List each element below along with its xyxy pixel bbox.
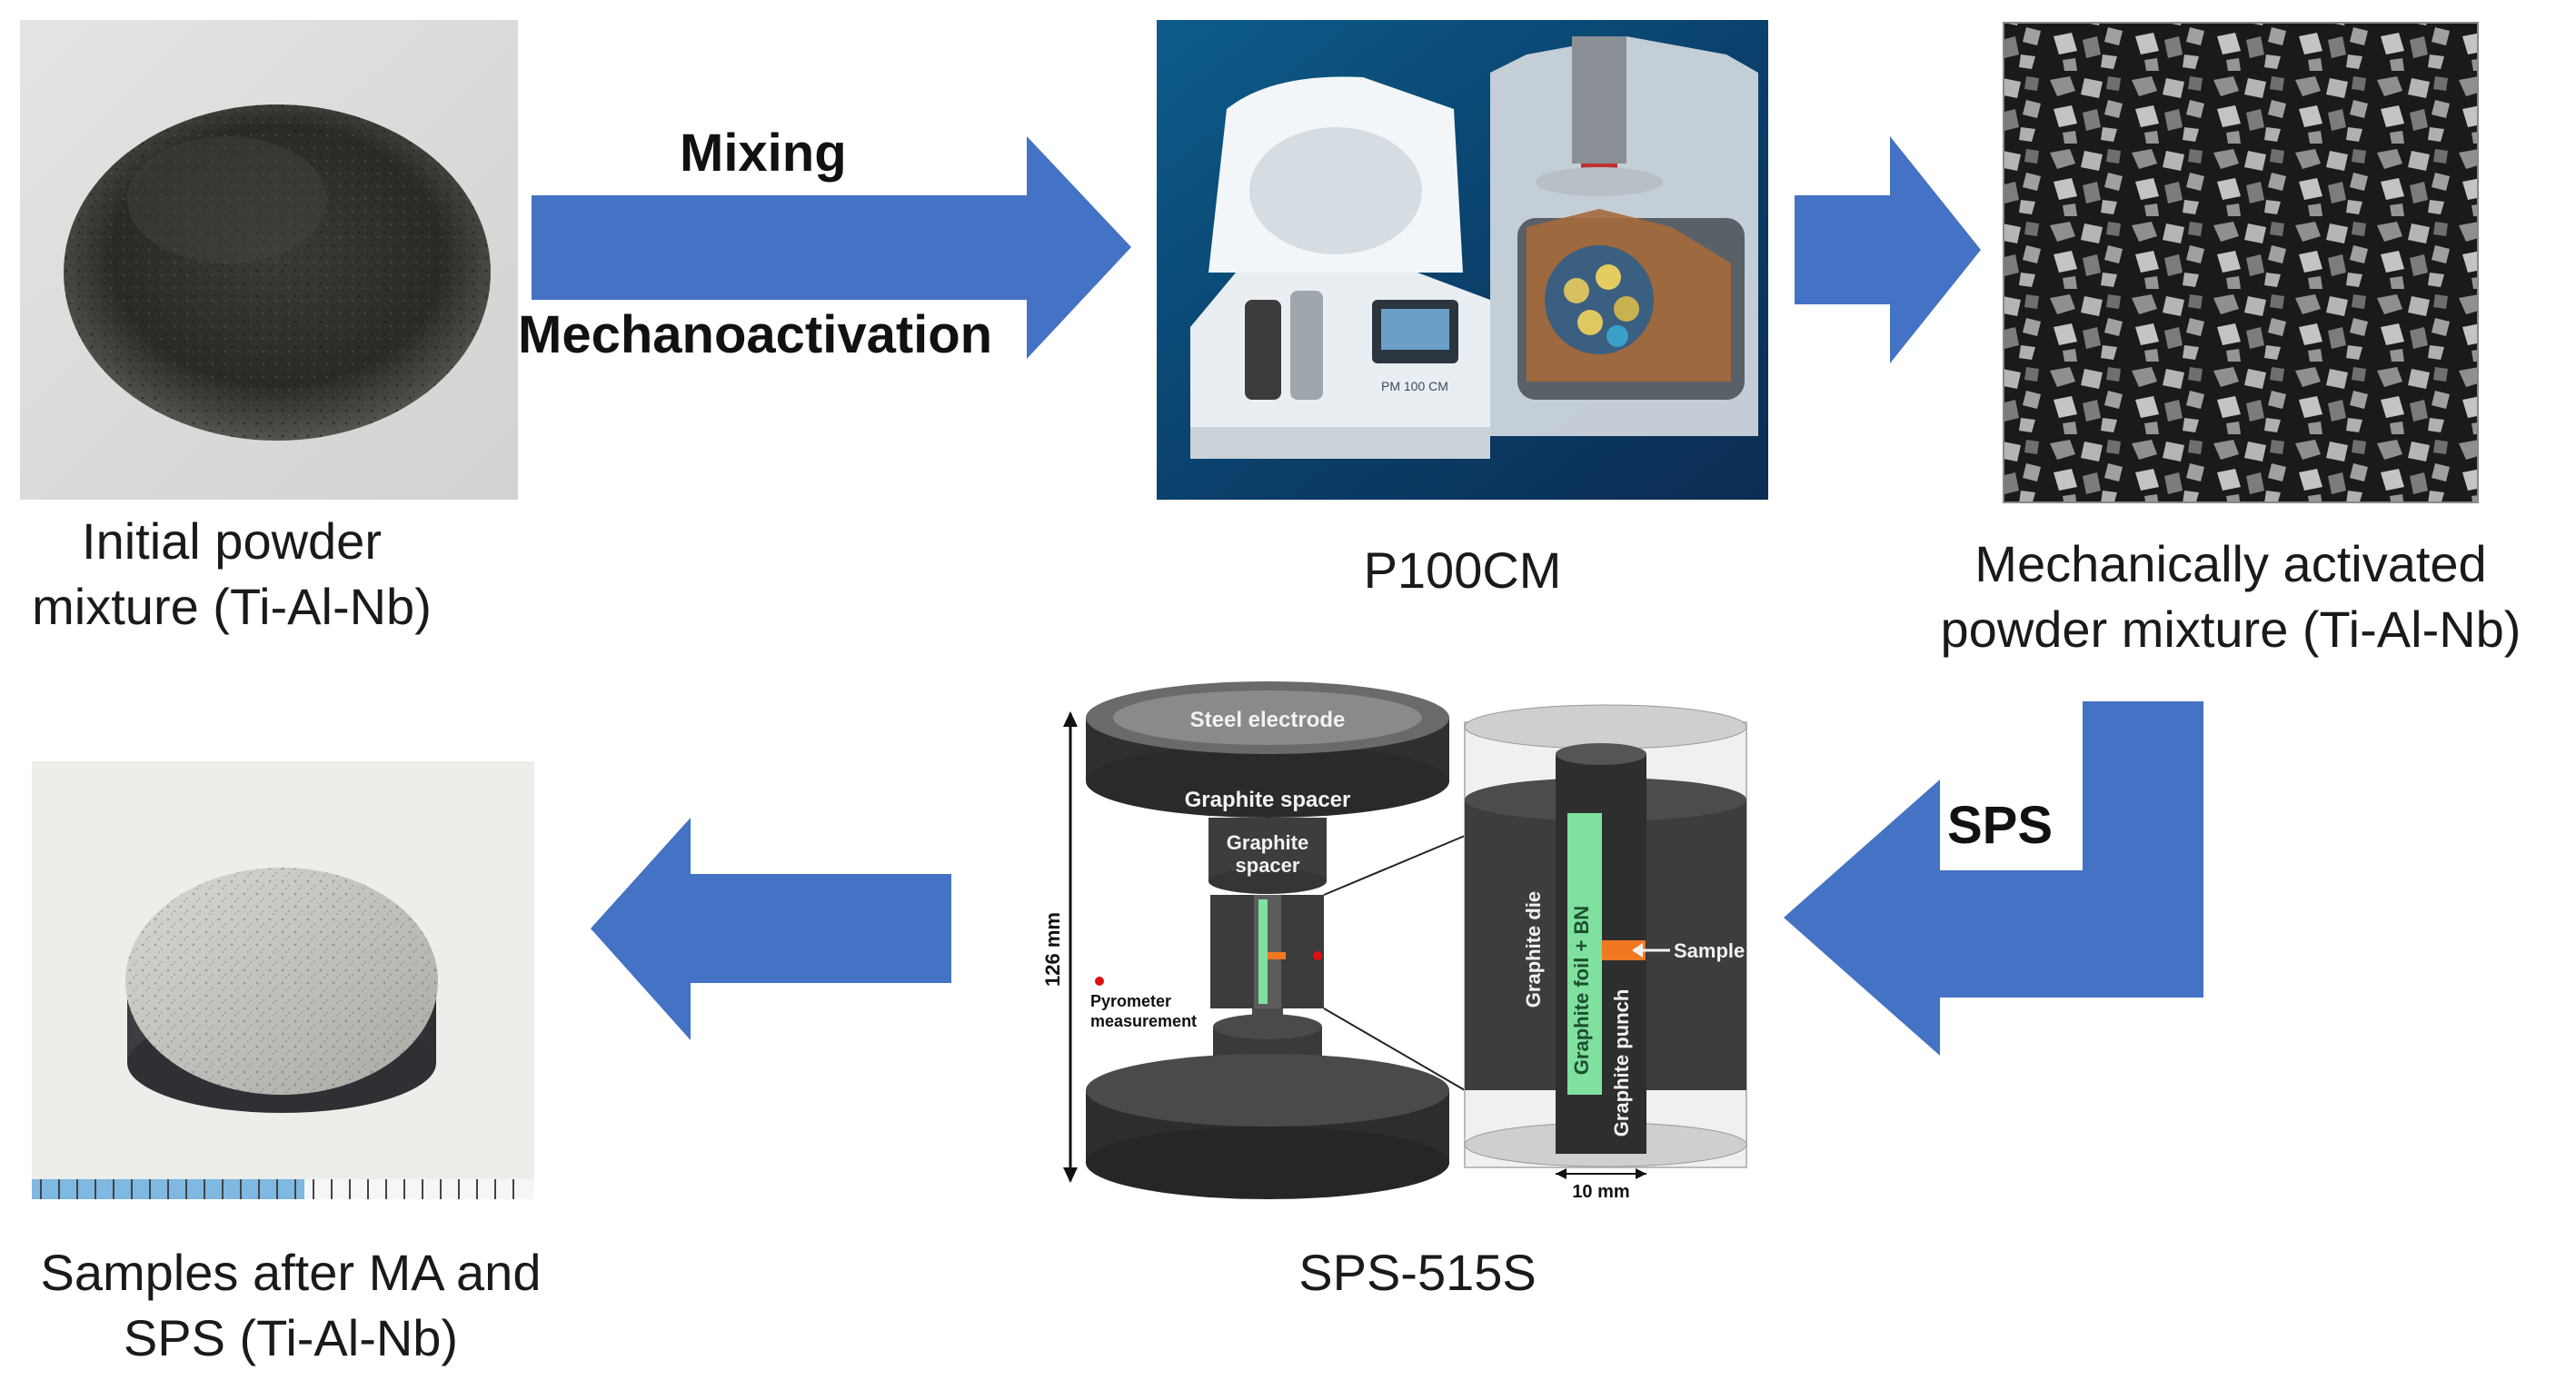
caption-activated-line-1: Mechanically activated [1974, 535, 2487, 592]
caption-mill: P100CM [1363, 541, 1562, 599]
graphite-foil-label: Graphite foil + BN [1570, 906, 1593, 1075]
arrow-to-activated [1795, 136, 1981, 363]
arrow-sps [1784, 701, 2203, 1056]
steel-electrode-label: Steel electrode [1190, 708, 1346, 732]
arrow-to-samples [591, 818, 951, 1040]
caption-samples-line-1: Samples after MA and [40, 1244, 542, 1301]
ball-mill-image: PM 100 CM [1157, 20, 1768, 500]
graphite-die-label: Graphite die [1522, 891, 1545, 1008]
width-label: 10 mm [1572, 1182, 1629, 1202]
sps-label: SPS [1947, 796, 2054, 855]
mechanoactivation-label: Mechanoactivation [518, 305, 993, 364]
caption-activated-line-2: powder mixture (Ti-Al-Nb) [1940, 601, 2521, 658]
height-label: 126 mm [1041, 912, 1064, 987]
caption-sps: SPS-515S [1298, 1244, 1537, 1301]
graphite-punch-label: Graphite punch [1610, 989, 1633, 1137]
caption-initial-line-2: mixture (Ti-Al-Nb) [32, 578, 432, 635]
caption-activated: Mechanically activated powder mixture (T… [1895, 531, 2567, 662]
caption-samples: Samples after MA and SPS (Ti-Al-Nb) [0, 1240, 582, 1371]
pyrometer-dot [1095, 977, 1104, 986]
arrow-mixing [532, 136, 1131, 359]
mixing-label: Mixing [680, 124, 847, 183]
sem-image [2003, 22, 2479, 503]
mill-device-label: PM 100 CM [1381, 379, 1448, 393]
graphite-spacer-large-label: Graphite spacer [1185, 788, 1351, 812]
caption-samples-line-2: SPS (Ti-Al-Nb) [123, 1309, 459, 1366]
caption-initial-line-1: Initial powder [82, 512, 382, 570]
graphite-spacer-small-label-1: Graphite [1227, 831, 1308, 854]
pyrometer-label-2: measurement [1090, 1012, 1197, 1030]
caption-initial: Initial powder mixture (Ti-Al-Nb) [0, 509, 463, 640]
sps-schematic: 126 mm Steel electrode Graphite spacer G… [1041, 681, 1747, 1202]
initial-powder-photo [20, 20, 518, 500]
graphite-spacer-small-label-2: spacer [1236, 854, 1300, 877]
sample-label: Sample [1674, 939, 1745, 962]
pyrometer-label-1: Pyrometer [1090, 992, 1171, 1010]
sample-photo [32, 761, 534, 1199]
